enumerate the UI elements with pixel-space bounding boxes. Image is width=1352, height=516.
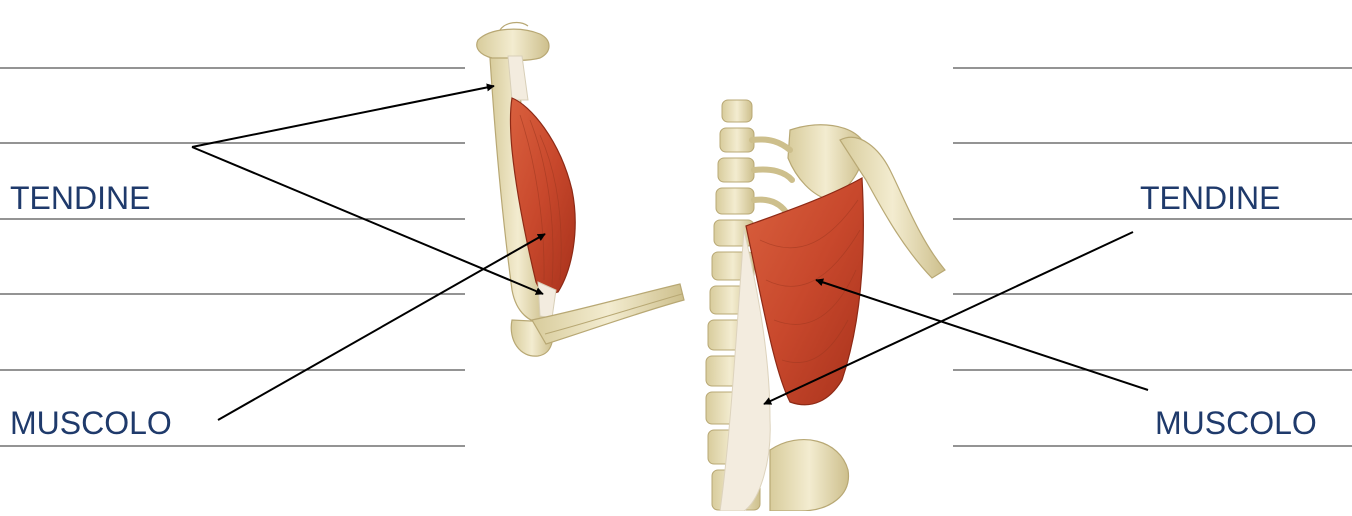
upper-tendon — [508, 56, 528, 100]
back-illustration — [706, 100, 945, 511]
left-rule-lines — [0, 68, 465, 446]
arrow-left-tendine-upper — [192, 86, 494, 147]
right-rule-lines — [953, 68, 1352, 446]
label-muscolo-left: MUSCOLO — [10, 405, 172, 441]
ribs — [752, 139, 792, 212]
arrow-right-muscolo — [816, 280, 1148, 390]
label-tendine-left: TENDINE — [10, 180, 150, 216]
pelvis-bone — [770, 440, 848, 511]
label-tendine-right: TENDINE — [1140, 180, 1280, 216]
arm-illustration — [477, 23, 684, 357]
label-muscolo-right: MUSCOLO — [1155, 405, 1317, 441]
arrow-left-muscolo — [218, 234, 545, 420]
arrow-left-tendine-lower — [192, 147, 543, 294]
